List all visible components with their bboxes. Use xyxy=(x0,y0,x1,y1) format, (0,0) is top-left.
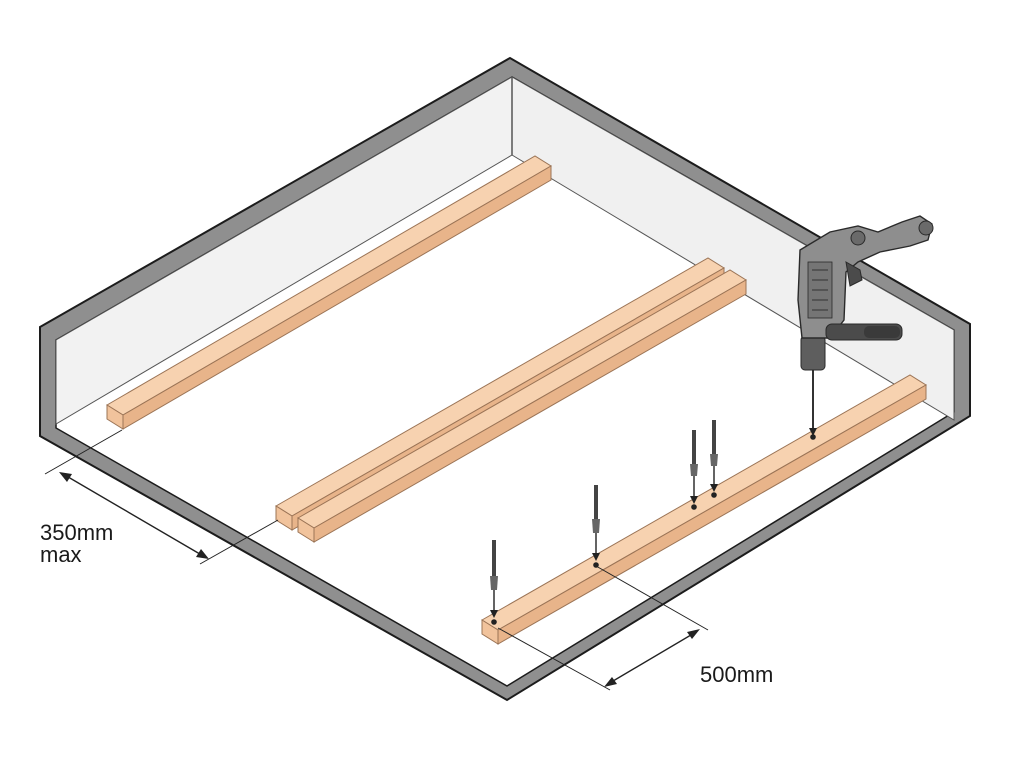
extension-line xyxy=(497,627,611,691)
drill-chuck xyxy=(800,335,826,371)
dimension-label-fixing-spacing: 500mm xyxy=(700,662,773,687)
dimension-line xyxy=(62,473,206,558)
dimension-joist-spacing xyxy=(44,429,279,565)
dimension-fixing-spacing xyxy=(497,565,709,691)
arrow-head xyxy=(687,629,700,639)
extension-line xyxy=(199,519,279,565)
timber-joist-back xyxy=(106,155,552,430)
fixing-holes xyxy=(491,434,816,625)
fixing-hole xyxy=(711,492,717,498)
drill-knob xyxy=(850,230,866,246)
screws xyxy=(490,420,718,618)
dimension-label-joist-spacing-qualifier: max xyxy=(40,542,82,567)
timber-joist-middle-pair xyxy=(275,257,747,543)
fixing-hole xyxy=(810,434,816,440)
joist-back-end xyxy=(106,404,124,430)
joist-mid-a-end xyxy=(275,505,293,531)
extension-line xyxy=(44,429,123,475)
drill-bit-tip xyxy=(809,428,817,436)
joist-front-end xyxy=(481,619,499,645)
dimension-label-joist-spacing: 350mm xyxy=(40,520,113,545)
arrow-head xyxy=(196,549,209,559)
power-drill-icon xyxy=(797,215,934,436)
fixing-hole xyxy=(691,504,697,510)
dimension-line xyxy=(607,631,697,685)
arrow-head xyxy=(59,472,72,482)
joist-mid-b-end xyxy=(297,517,315,543)
extension-line xyxy=(595,565,709,631)
arrow-head xyxy=(604,677,617,687)
drill-side-handle-grip xyxy=(864,326,900,338)
screw-icon xyxy=(710,420,718,492)
drill-rear-cap xyxy=(918,220,934,236)
drill-handle xyxy=(845,261,863,287)
screw-icon xyxy=(490,540,498,618)
screw-icon xyxy=(690,430,698,504)
screw-icon xyxy=(592,485,600,561)
fixing-hole xyxy=(491,619,497,625)
